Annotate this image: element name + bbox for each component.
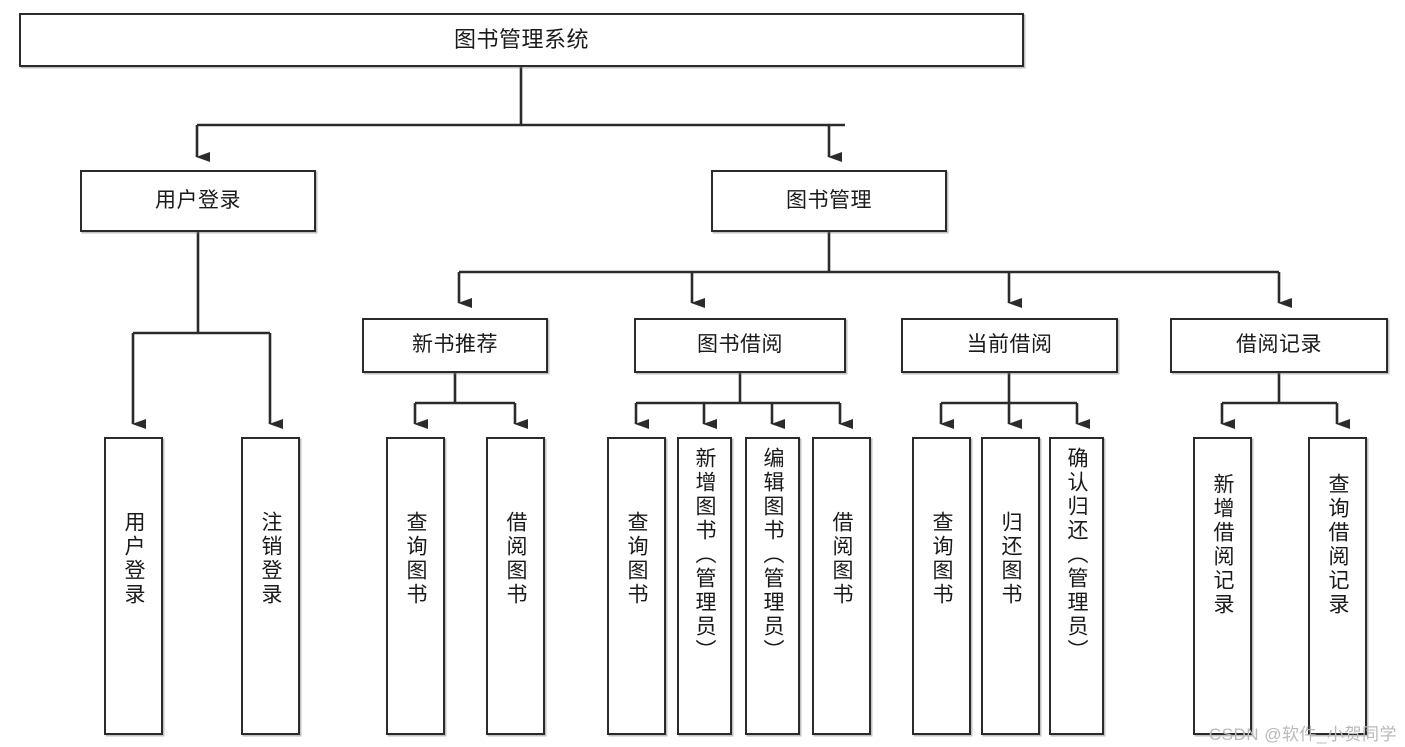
node-current-label: 当前借阅: [966, 333, 1053, 357]
node-leaf-logout[interactable]: 注销登录: [241, 437, 300, 735]
node-leaf-add-record-label: 新增借阅记录: [1211, 473, 1234, 617]
node-leaf-confirm-return[interactable]: 确认归还（管理员）: [1049, 437, 1104, 735]
csdn-watermark: CSDN @软件_小贺同学: [1208, 725, 1397, 744]
node-leaf-user-login[interactable]: 用户登录: [104, 437, 163, 735]
node-leaf-edit-book-label: 编辑图书（管理员）: [761, 447, 784, 663]
node-leaf-newbook-borrow-label: 借阅图书: [504, 511, 527, 607]
node-record-label: 借阅记录: [1236, 333, 1322, 357]
node-newbook-label: 新书推荐: [412, 333, 498, 357]
node-leaf-borrow-book-label: 借阅图书: [830, 511, 853, 607]
node-leaf-borrow-book[interactable]: 借阅图书: [812, 437, 871, 735]
node-leaf-edit-book[interactable]: 编辑图书（管理员）: [745, 437, 800, 735]
node-leaf-borrow-query-label: 查询图书: [625, 511, 648, 607]
node-leaf-user-login-label: 用户登录: [122, 511, 145, 607]
node-leaf-newbook-borrow[interactable]: 借阅图书: [486, 437, 545, 735]
node-borrow[interactable]: 图书借阅: [634, 318, 846, 373]
node-leaf-return-book-label: 归还图书: [999, 511, 1022, 607]
node-newbook[interactable]: 新书推荐: [362, 318, 548, 373]
node-leaf-query-record[interactable]: 查询借阅记录: [1308, 437, 1367, 735]
node-leaf-query-record-label: 查询借阅记录: [1326, 473, 1349, 617]
node-current[interactable]: 当前借阅: [901, 318, 1118, 373]
node-leaf-confirm-return-label: 确认归还（管理员）: [1065, 447, 1088, 663]
node-leaf-logout-label: 注销登录: [259, 511, 282, 607]
node-login[interactable]: 用户登录: [80, 170, 316, 232]
node-leaf-add-book-label: 新增图书（管理员）: [693, 447, 716, 663]
node-bookmgmt-label: 图书管理: [786, 188, 872, 212]
node-borrow-label: 图书借阅: [697, 333, 783, 357]
node-leaf-newbook-query[interactable]: 查询图书: [386, 437, 445, 735]
node-leaf-add-book[interactable]: 新增图书（管理员）: [677, 437, 732, 735]
node-leaf-return-book[interactable]: 归还图书: [981, 437, 1040, 735]
node-bookmgmt[interactable]: 图书管理: [711, 170, 947, 232]
node-leaf-current-query[interactable]: 查询图书: [912, 437, 971, 735]
node-leaf-current-query-label: 查询图书: [930, 511, 953, 607]
node-root-label: 图书管理系统: [453, 27, 589, 53]
node-leaf-newbook-query-label: 查询图书: [404, 511, 427, 607]
node-leaf-borrow-query[interactable]: 查询图书: [607, 437, 666, 735]
node-record[interactable]: 借阅记录: [1170, 318, 1388, 373]
node-root[interactable]: 图书管理系统: [19, 13, 1024, 67]
node-login-label: 用户登录: [155, 188, 241, 212]
node-leaf-add-record[interactable]: 新增借阅记录: [1193, 437, 1252, 735]
